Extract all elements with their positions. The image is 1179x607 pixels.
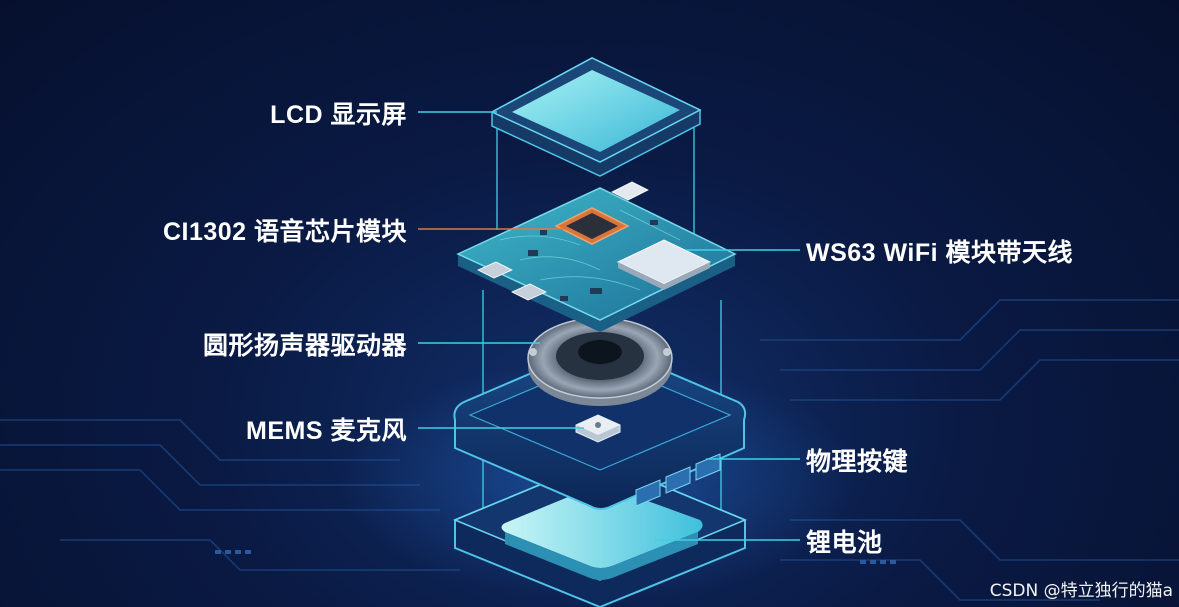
pcb-board — [456, 181, 737, 332]
physical-buttons — [635, 453, 721, 507]
ws63-wifi-module — [616, 239, 712, 290]
label-wifi-module: WS63 WiFi 模块带天线 — [806, 239, 1074, 267]
lithium-battery — [501, 486, 703, 568]
pcb-connector — [611, 181, 649, 201]
circular-speaker — [527, 317, 673, 406]
leader-lines — [418, 111, 800, 541]
label-speaker: 圆形扬声器驱动器 — [202, 332, 407, 360]
background-dots — [215, 550, 896, 564]
background-circuit-traces — [0, 299, 1179, 601]
label-mems-mic: MEMS 麦克风 — [246, 417, 407, 445]
lcd-screen — [490, 57, 702, 177]
label-physical-buttons: 物理按键 — [806, 448, 909, 476]
usb-ports — [477, 261, 547, 301]
mems-microphone — [575, 414, 621, 443]
label-voice-chip: CI1302 语音芯片模块 — [162, 218, 407, 246]
label-battery: 锂电池 — [806, 529, 883, 557]
ci1302-voice-chip — [554, 207, 630, 245]
label-lcd-screen: LCD 显示屏 — [270, 101, 407, 129]
csdn-watermark: CSDN @特立独行的猫a — [989, 581, 1173, 601]
